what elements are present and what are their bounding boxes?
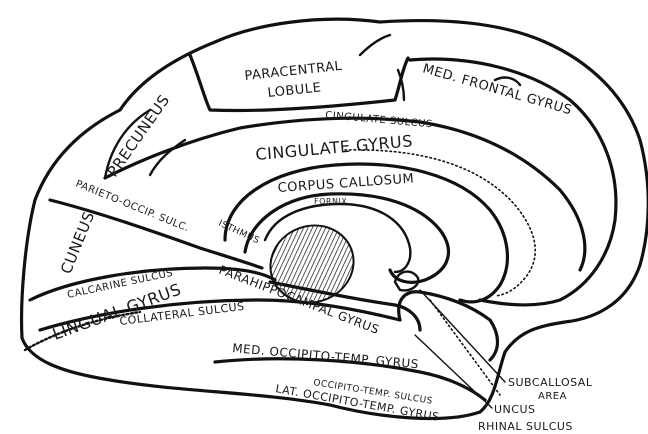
cingulate-dotted-line: [345, 150, 535, 296]
label-area: AREA: [538, 391, 567, 402]
label-med-occipito-temp-gyrus: MED. OCCIPITO-TEMP. GYRUS: [232, 341, 420, 371]
label-cuneus: CUNEUS: [57, 209, 98, 277]
paracentral-mark: [360, 35, 390, 55]
label-uncus: UNCUS: [494, 403, 536, 416]
label-precuneus: PRECUNEUS: [104, 91, 174, 180]
label-subcallosal: SUBCALLOSAL: [508, 376, 593, 389]
label-lobule: LOBULE: [267, 80, 322, 101]
label-rhinal-sulcus: RHINAL SULCUS: [478, 420, 573, 433]
rhinal-leader: [430, 300, 500, 395]
label-fornix: FORNIX: [314, 197, 347, 206]
label-paracentral: PARACENTRAL: [244, 59, 343, 84]
label-cingulate-gyrus: CINGULATE GYRUS: [255, 131, 414, 164]
label-cingulate-sulcus: CINGULATE SULCUS: [325, 110, 433, 130]
label-isthmus: ISTHMUS: [217, 219, 261, 247]
label-med-frontal-gyrus: MED. FRONTAL GYRUS: [421, 61, 574, 118]
